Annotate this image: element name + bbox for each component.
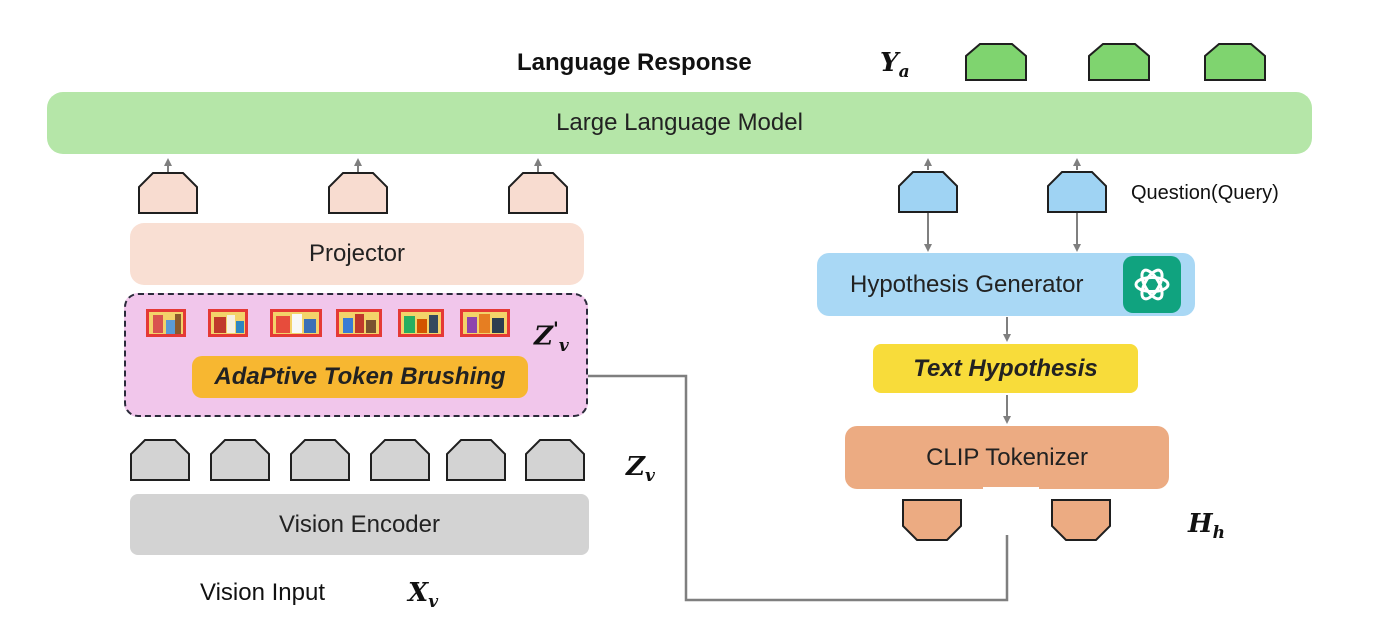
projector-block: Projector: [130, 223, 584, 285]
z-v-symbol: Zv: [626, 452, 655, 487]
adaptive-token-brushing-label: AdaPtive Token Brushing: [214, 363, 506, 390]
vision-token-3: [508, 172, 568, 214]
brushed-token-image-5: [398, 309, 444, 337]
clip-tokenizer-block: CLIP Tokenizer: [845, 426, 1169, 489]
brushed-token-image-3: [270, 309, 322, 337]
text-hypothesis-block: Text Hypothesis: [873, 344, 1138, 393]
projector-label: Projector: [308, 240, 406, 267]
vision-encoder-label: Vision Encoder: [279, 510, 440, 538]
large-language-model-label: Large Language Model: [556, 109, 803, 136]
brushed-token-image-1: [146, 309, 186, 337]
language-response-label: Language Response: [517, 49, 752, 76]
vision-input-label: Vision Input: [200, 579, 325, 606]
hh-token-1: [902, 499, 962, 541]
x-v-symbol: Xv: [408, 578, 439, 613]
output-token-3: [1204, 43, 1266, 81]
zv-token-5: [446, 439, 506, 481]
question-query-label: Question(Query): [1131, 182, 1279, 204]
vision-token-1: [138, 172, 198, 214]
chatgpt-logo-icon: [1123, 256, 1181, 313]
zv-token-3: [290, 439, 350, 481]
clip-output-notch: [983, 487, 1039, 493]
brushed-token-image-2: [208, 309, 248, 337]
zv-token-1: [130, 439, 190, 481]
arrow-hypothesis-to-brushing: [538, 372, 1009, 602]
clip-tokenizer-label: CLIP Tokenizer: [926, 443, 1088, 471]
y-a-symbol: Ya: [880, 48, 910, 83]
query-token-2: [1047, 171, 1107, 213]
hh-token-2: [1051, 499, 1111, 541]
vision-token-2: [328, 172, 388, 214]
zv-token-4: [370, 439, 430, 481]
brushed-token-image-4: [336, 309, 382, 337]
vision-encoder-block: Vision Encoder: [130, 494, 589, 555]
output-token-2: [1088, 43, 1150, 81]
zv-token-6: [525, 439, 585, 481]
large-language-model-block: Large Language Model: [47, 92, 1312, 154]
hypothesis-generator-label: Hypothesis Generator: [850, 271, 1084, 298]
hypothesis-generator-block: Hypothesis Generator: [817, 253, 1195, 316]
query-token-1: [898, 171, 958, 213]
h-h-symbol: Hh: [1188, 509, 1225, 544]
adaptive-token-brushing-block: AdaPtive Token Brushing: [192, 356, 528, 398]
zv-token-2: [210, 439, 270, 481]
output-token-1: [965, 43, 1027, 81]
text-hypothesis-label: Text Hypothesis: [913, 354, 1098, 382]
z-prime-v-symbol: Z'v: [534, 318, 569, 356]
brushed-token-image-6: [460, 309, 510, 337]
